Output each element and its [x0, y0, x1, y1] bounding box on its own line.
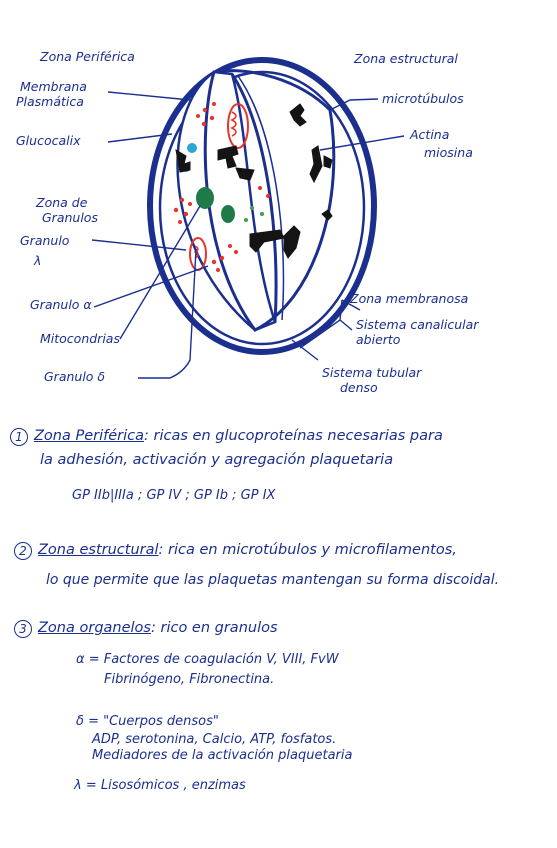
label-sistema-tubular: Sistema tubular	[322, 365, 422, 380]
pointer-lines	[91, 91, 405, 379]
delta-line-2: ADP, serotonina, Calcio, ATP, fosfatos.	[92, 732, 337, 747]
label-denso: denso	[340, 380, 378, 395]
outer-ring-2	[158, 70, 366, 346]
note-2-number: 2	[14, 542, 32, 560]
granule-lambda	[227, 103, 249, 149]
gp-line: GP IIb|IIIa ; GP IV ; GP Ib ; GP IX	[72, 488, 276, 503]
label-zona-periferica: Zona Periférica	[40, 49, 135, 64]
note-1-number: 1	[10, 428, 28, 446]
note-3-number: 3	[14, 620, 32, 638]
note-3-line: Zona organelos: rico en granulos	[38, 620, 278, 636]
note-1-text: : ricas en glucoproteínas necesarias par…	[144, 428, 443, 444]
label-glucocalix: Glucocalix	[16, 133, 81, 148]
note-2-title: Zona estructural	[38, 542, 159, 558]
outer-ring	[147, 57, 377, 355]
label-granulos: Granulos	[42, 210, 98, 225]
note-1-title: Zona Periférica	[34, 428, 145, 444]
label-abierto: abierto	[356, 332, 401, 347]
note-2-text: : rica en microtúbulos y microfilamentos…	[158, 542, 457, 558]
label-granulo-alfa: Granulo α	[30, 297, 92, 312]
label-lambda-symbol: λ	[34, 253, 42, 268]
note-1-line-2: la adhesión, activación y agregación pla…	[40, 452, 394, 468]
label-membrana: Membrana	[20, 79, 87, 94]
label-microtubulos: microtúbulos	[382, 91, 464, 106]
alfa-line-2: Fibrinógeno, Fibronectina.	[104, 672, 275, 687]
label-mitocondrias: Mitocondrias	[40, 331, 120, 346]
note-2-line: Zona estructural: rica en microtúbulos y…	[38, 542, 457, 558]
note-1-line: Zona Periférica: ricas en glucoproteínas…	[34, 428, 443, 444]
delta-line-3: Mediadores de la activación plaquetaria	[92, 748, 353, 763]
inner-section	[203, 69, 336, 332]
label-granulo-lambda: Granulo	[20, 233, 70, 248]
delta-line-1: δ = "Cuerpos densos"	[76, 714, 219, 729]
wedge-line	[230, 73, 278, 323]
label-zona-membranosa: Zona membranosa	[350, 291, 469, 306]
mitochondria-1	[196, 187, 214, 209]
lambda-line-1: λ = Lisosómicos , enzimas	[74, 778, 246, 793]
label-actina: Actina	[410, 127, 450, 142]
label-granulo-delta: Granulo δ	[44, 369, 106, 384]
note-3-title: Zona organelos	[38, 620, 151, 636]
mitochondria-2	[221, 205, 235, 223]
label-sistema-canalicular: Sistema canalicular	[356, 317, 479, 332]
label-miosina: miosina	[424, 145, 473, 160]
wedge-line-2	[237, 75, 285, 321]
note-3-text: : rico en granulos	[150, 620, 278, 636]
label-zona-de: Zona de	[36, 195, 88, 210]
note-2-line-2: lo que permite que las plaquetas manteng…	[46, 572, 500, 588]
alpha-granules	[173, 102, 270, 272]
alfa-line-1: α = Factores de coagulación V, VIII, FvW	[76, 652, 339, 667]
dense-body-1	[187, 143, 197, 153]
label-plasmatica: Plasmática	[16, 94, 84, 109]
cut-face	[176, 70, 277, 332]
label-zona-estructural: Zona estructural	[354, 51, 458, 66]
microtubules	[175, 103, 333, 259]
